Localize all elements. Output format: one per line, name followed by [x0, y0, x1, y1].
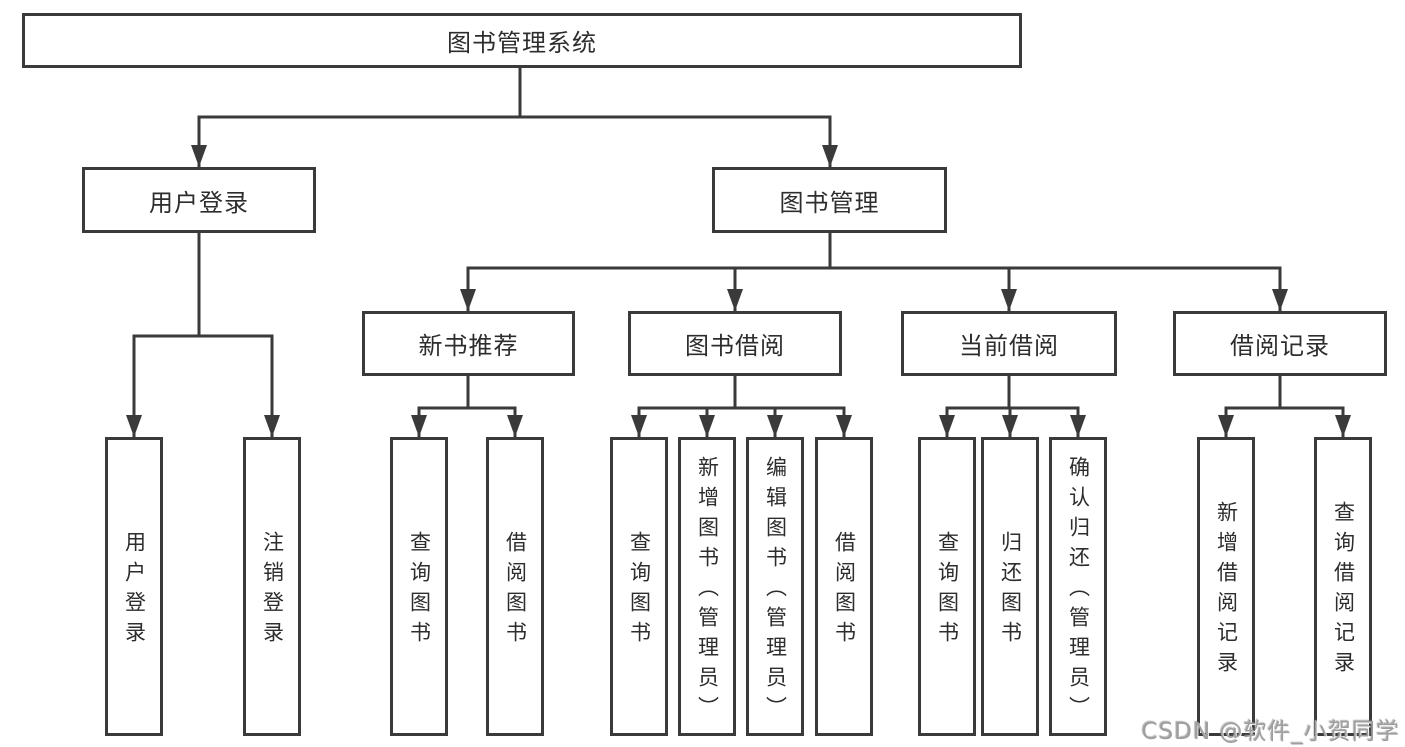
node-book-borrowing: 图书借阅 — [628, 311, 842, 376]
leaf-add-borrow-record: 新增借阅记录 — [1197, 437, 1255, 736]
leaf-borrow-books-label: 借阅图书 — [832, 531, 857, 651]
leaf-query-books-borrowing: 查询图书 — [610, 437, 668, 736]
watermark: CSDN @软件_小贺同学 — [1141, 719, 1400, 745]
leaf-query-borrow-record: 查询借阅记录 — [1314, 437, 1372, 736]
node-book-management-label: 图书管理 — [779, 188, 880, 217]
leaf-query-books-current: 查询图书 — [918, 437, 976, 736]
leaf-return-book-label: 归还图书 — [998, 531, 1023, 651]
leaf-confirm-return-admin: 确认归还（管理员） — [1049, 437, 1107, 736]
arrowhead-icons — [126, 145, 1351, 437]
leaf-query-books-current-label: 查询图书 — [935, 531, 960, 651]
node-new-book-recommend-label: 新书推荐 — [418, 332, 519, 360]
leaf-logout-label: 注销登录 — [260, 531, 285, 651]
leaf-user-login-label: 用户登录 — [122, 531, 147, 651]
node-book-management: 图书管理 — [712, 167, 947, 233]
node-borrowing-records-label: 借阅记录 — [1230, 332, 1330, 360]
leaf-confirm-return-admin-label: 确认归还（管理员） — [1066, 456, 1091, 726]
leaf-query-books-recommend: 查询图书 — [390, 437, 448, 736]
leaf-borrow-books-recommend: 借阅图书 — [486, 437, 544, 736]
leaf-borrow-books-recommend-label: 借阅图书 — [503, 531, 528, 651]
leaf-edit-book-admin-label: 编辑图书（管理员） — [763, 456, 788, 726]
node-book-borrowing-label: 图书借阅 — [685, 332, 785, 360]
leaf-edit-book-admin: 编辑图书（管理员） — [746, 437, 804, 736]
node-new-book-recommend: 新书推荐 — [362, 311, 575, 376]
node-current-borrowing-label: 当前借阅 — [959, 332, 1059, 360]
leaf-query-books-recommend-label: 查询图书 — [407, 531, 432, 651]
leaf-add-book-admin-label: 新增图书（管理员） — [695, 456, 720, 726]
connector-edges — [132, 68, 1345, 437]
leaf-query-books-borrowing-label: 查询图书 — [627, 531, 652, 651]
node-root-label: 图书管理系统 — [447, 29, 597, 57]
leaf-add-book-admin: 新增图书（管理员） — [678, 437, 736, 736]
node-user-login-label: 用户登录 — [149, 188, 249, 217]
node-current-borrowing: 当前借阅 — [901, 311, 1117, 376]
node-borrowing-records: 借阅记录 — [1173, 311, 1387, 376]
leaf-query-borrow-record-label: 查询借阅记录 — [1331, 501, 1356, 681]
node-root-system: 图书管理系统 — [22, 13, 1022, 68]
node-user-login: 用户登录 — [82, 167, 316, 233]
leaf-user-login: 用户登录 — [105, 437, 163, 736]
leaf-add-borrow-record-label: 新增借阅记录 — [1214, 501, 1239, 681]
leaf-return-book: 归还图书 — [981, 437, 1039, 736]
leaf-logout: 注销登录 — [243, 437, 301, 736]
leaf-borrow-books: 借阅图书 — [815, 437, 873, 736]
